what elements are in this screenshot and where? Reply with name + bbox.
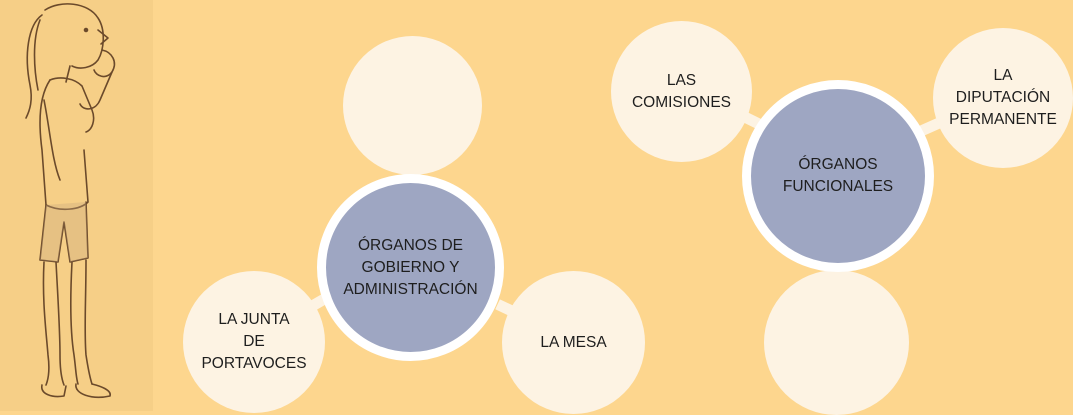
satellite-label: LAS COMISIONES <box>631 71 732 111</box>
satellite-label: LA DIPUTACIÓN PERMANENTE <box>949 67 1057 128</box>
satellite-circle-junta-portavoces: LA JUNTA DE PORTAVOCES <box>183 271 325 413</box>
satellite-circle-comisiones: LAS COMISIONES <box>611 21 752 162</box>
satellite-circle-diputacion-permanente: LA DIPUTACIÓN PERMANENTE <box>933 28 1073 168</box>
hub-label: ÓRGANOS FUNCIONALES <box>782 156 894 195</box>
satellite-label: LA MESA <box>540 333 607 351</box>
girl-thinking-illustration <box>25 3 116 399</box>
satellite-circle-bottom-2 <box>764 270 909 415</box>
hub-circle-organos-funcionales: ÓRGANOS FUNCIONALES <box>742 80 934 272</box>
satellite-circle-la-mesa: LA MESA <box>502 271 645 414</box>
satellite-circle-top-1 <box>343 36 482 175</box>
satellite-label: LA JUNTA DE PORTAVOCES <box>201 311 307 372</box>
hub-label: ÓRGANOS DE GOBIERNO Y ADMINISTRACIÓN <box>343 236 478 298</box>
hub-circle-gobierno-administracion: ÓRGANOS DE GOBIERNO Y ADMINISTRACIÓN <box>317 174 504 361</box>
illustration-panel <box>0 0 153 411</box>
